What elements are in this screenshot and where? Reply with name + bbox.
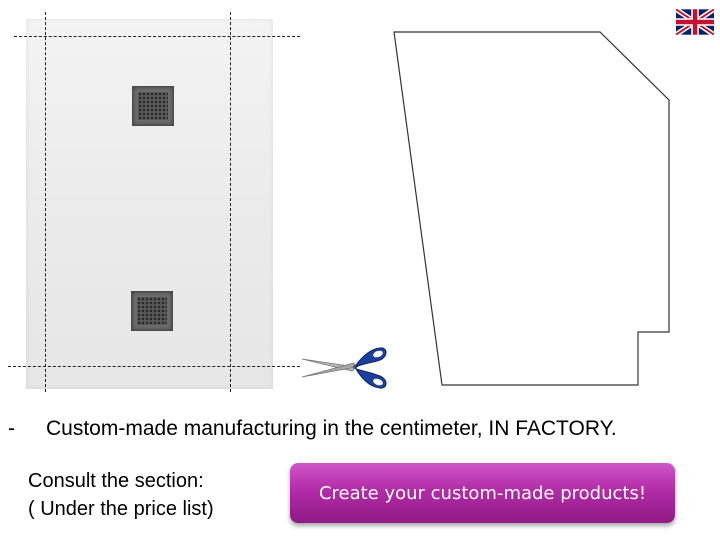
cut-line-bottom — [8, 366, 300, 367]
uk-flag-icon[interactable] — [676, 9, 714, 35]
custom-shape-outline — [393, 31, 670, 386]
drain-grate-top — [132, 86, 174, 126]
shower-tray-image — [26, 19, 273, 389]
cut-line-top — [14, 36, 300, 37]
consult-section-label: Consult the section: — [28, 470, 204, 492]
bullet-dash: - — [8, 417, 15, 440]
drain-grate-bottom — [131, 291, 173, 331]
scissors-icon — [301, 347, 387, 389]
cut-line-right — [230, 12, 231, 392]
manufacturing-description: Custom-made manufacturing in the centime… — [46, 417, 617, 440]
create-custom-products-button[interactable]: Create your custom-made products! — [290, 463, 675, 523]
price-list-note: ( Under the price list) — [28, 498, 214, 520]
cut-line-left — [45, 12, 46, 392]
